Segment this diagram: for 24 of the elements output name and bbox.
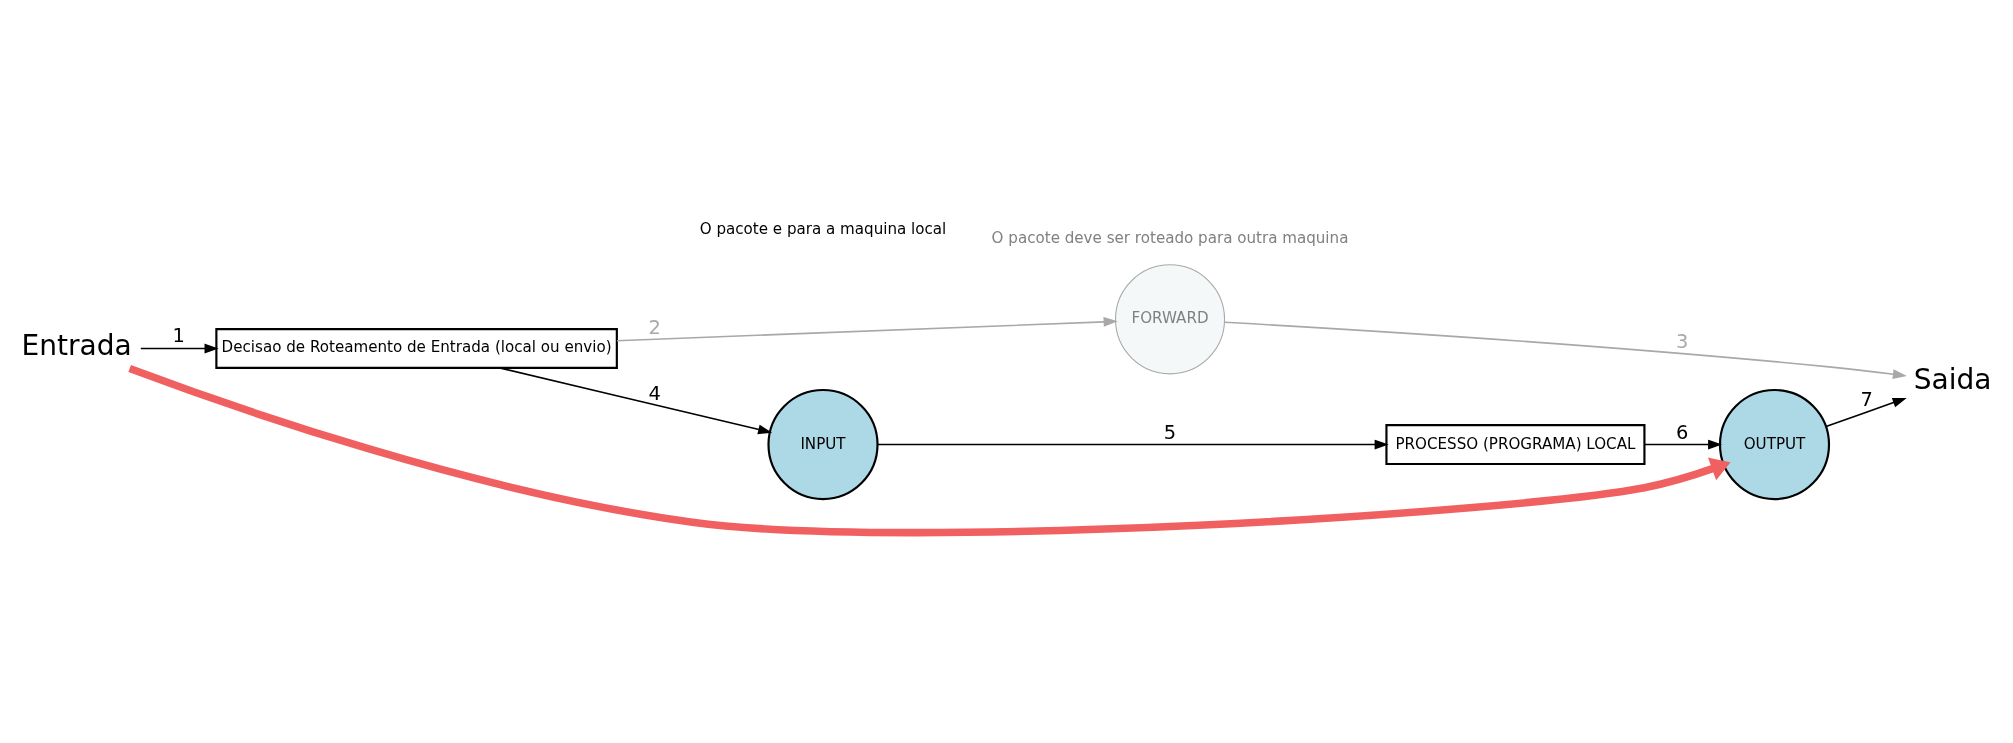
node-circle: INPUT [767, 388, 879, 501]
edge-label: 4 [648, 381, 661, 405]
edge-label: 7 [1860, 388, 1873, 412]
node-box: Decisao de Roteamento de Entrada (local ou envio) [215, 327, 618, 369]
label: O pacote e para a maquina local [699, 219, 947, 238]
arrow [498, 367, 773, 435]
node-text: Entrada [21, 329, 132, 363]
edge-label: 6 [1676, 420, 1689, 444]
arrow [876, 439, 1389, 450]
node-text: Saida [1913, 362, 1992, 396]
arrow [1223, 321, 1907, 379]
arrow [1643, 439, 1723, 450]
edge-label: 5 [1163, 420, 1177, 444]
arrow [128, 365, 1731, 537]
node-circle: FORWARD [1115, 264, 1226, 375]
label: O pacote deve ser roteado para outra maquina [991, 229, 1349, 248]
edge-label: 1 [172, 324, 185, 348]
edge-label: 2 [648, 315, 661, 339]
edge-label: 3 [1676, 329, 1689, 353]
node-circle: OUTPUT [1718, 388, 1831, 501]
arrow [616, 316, 1118, 342]
arrow [1825, 397, 1907, 428]
node-box: PROCESSO (PROGRAMA) LOCAL [1385, 424, 1646, 466]
arrow [140, 343, 219, 354]
